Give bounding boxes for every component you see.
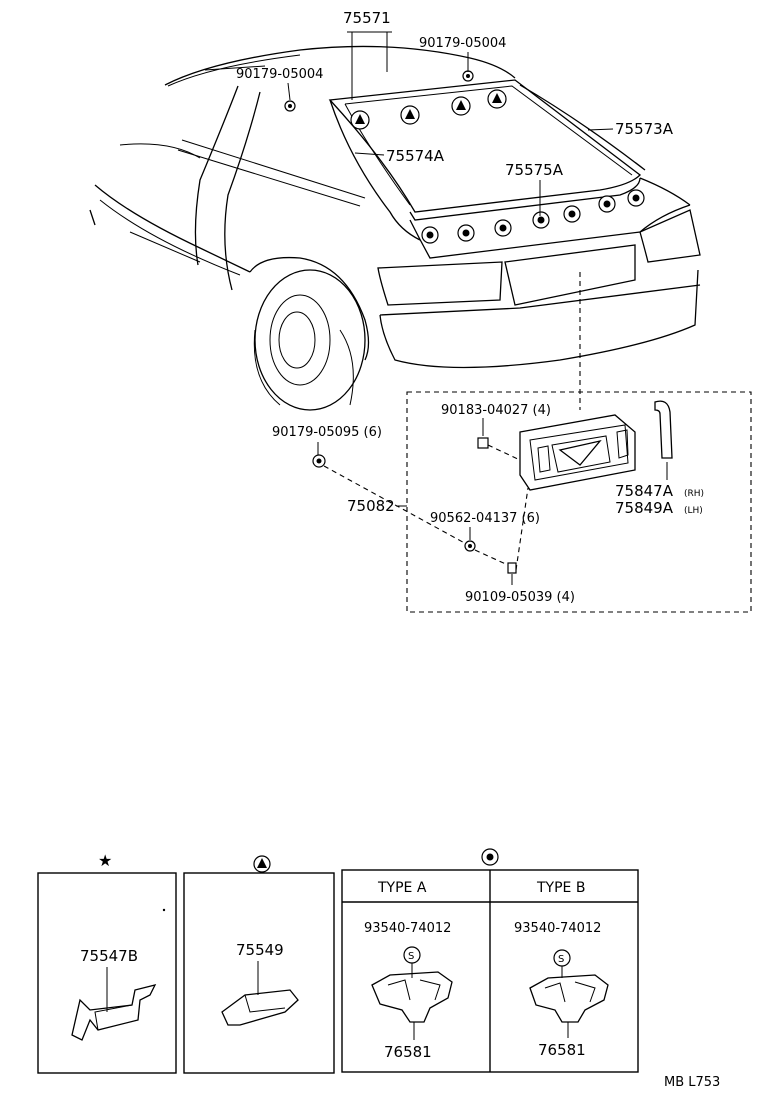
label-75575A: 75575A — [505, 161, 564, 179]
type-b-part-number: 76581 — [538, 1041, 586, 1059]
clip-75549 — [221, 989, 299, 1026]
type-a-header: TYPE A — [377, 880, 427, 896]
label-90183-04027: 90183-04027 (4) — [441, 403, 551, 418]
svg-text:S: S — [558, 954, 564, 965]
license-lamp-group: 90183-04027 (4) 90179-05095 (6) 90562-04… — [272, 272, 752, 613]
label-90179-05095: 90179-05095 (6) — [272, 425, 382, 440]
lamp-gasket — [654, 400, 673, 459]
label-90109-05039: 90109-05039 (4) — [465, 590, 575, 605]
clip-76581-type-b — [529, 974, 609, 1023]
top-callouts: 75571 90179-05004 90179-05004 75573A 755… — [236, 9, 674, 216]
label-75082: 75082 — [347, 497, 395, 515]
label-75547B: 75547B — [80, 947, 138, 965]
bracket-75547B — [71, 984, 157, 1041]
label-75849A: 75849A — [615, 499, 674, 517]
label-75573A: 75573A — [615, 120, 674, 138]
legend-circle-box: TYPE A TYPE B 93540-74012 S 76581 93540-… — [341, 848, 639, 1073]
label-75571: 75571 — [343, 9, 391, 27]
molding-clip-markers — [421, 189, 645, 244]
clip-76581-type-a — [371, 971, 453, 1023]
label-75847A: 75847A — [615, 482, 674, 500]
label-90562-04137: 90562-04137 (6) — [430, 511, 540, 526]
legend-triangle-box: 75549 — [183, 855, 335, 1074]
label-75847A-side: (RH) — [684, 489, 704, 499]
diagram-code: MB L753 — [664, 1075, 720, 1090]
type-a-clip-number: 93540-74012 — [364, 921, 451, 936]
nut-90183-04027 — [477, 437, 489, 449]
label-75549: 75549 — [236, 941, 284, 959]
screw-90109-05039 — [507, 562, 517, 574]
car-body-drawing — [89, 45, 701, 411]
star-symbol: ★ — [98, 851, 112, 870]
type-a-part-number: 76581 — [384, 1043, 432, 1061]
lamp-housing — [519, 414, 636, 491]
legend-star-box: ★ 75547B — [37, 851, 177, 1074]
type-b-header: TYPE B — [536, 880, 585, 896]
svg-text:S: S — [408, 951, 414, 962]
label-90179-05004-right: 90179-05004 — [419, 36, 506, 51]
label-90179-05004-left: 90179-05004 — [236, 67, 323, 82]
type-b-clip-number: 93540-74012 — [514, 921, 601, 936]
label-75574A: 75574A — [386, 147, 445, 165]
molding-triangle-markers — [350, 89, 507, 130]
label-75849A-side: (LH) — [684, 506, 703, 516]
